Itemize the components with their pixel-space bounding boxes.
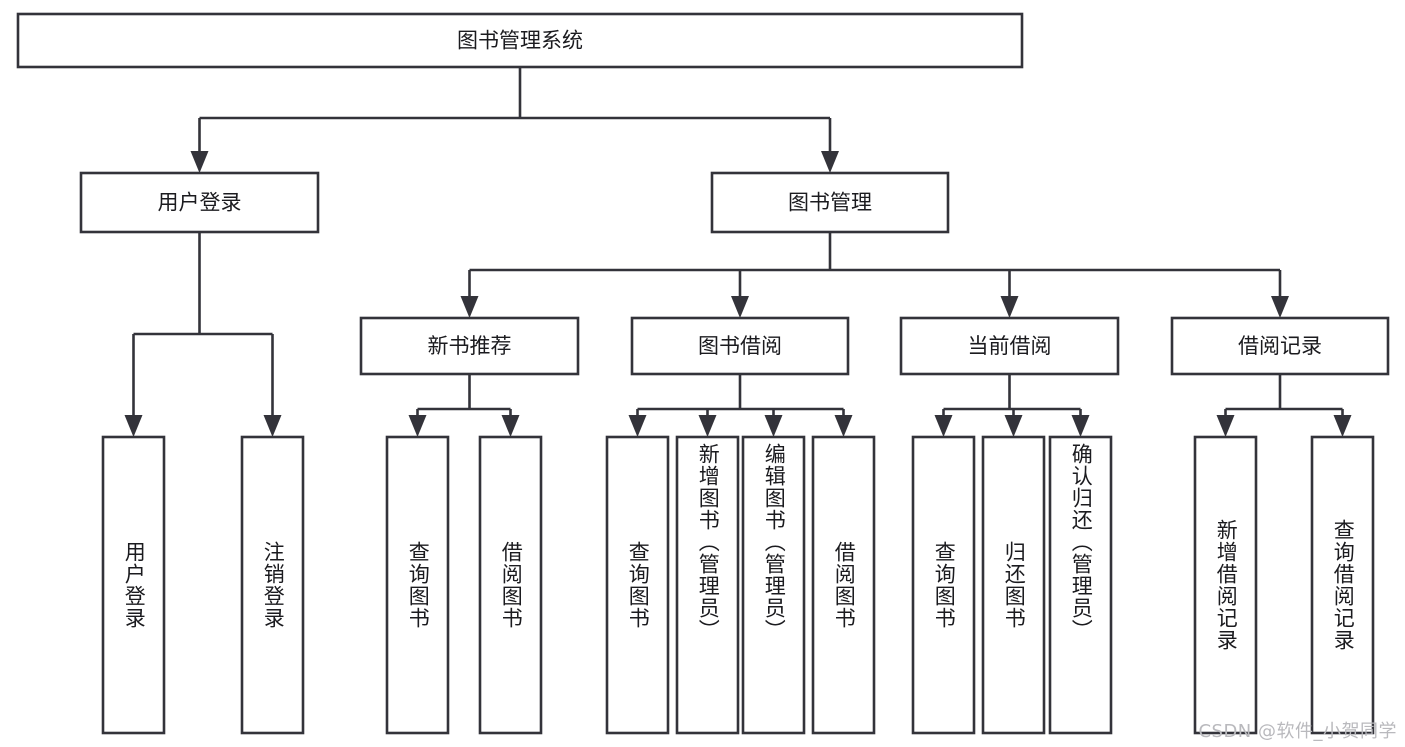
node-box-current-borrow[interactable] xyxy=(899,316,1120,376)
arrow-head-icon-leaf-borrow-book xyxy=(834,415,853,437)
arrow-head-icon-leaf-query-record xyxy=(1333,415,1352,437)
node-box-leaf-query-book-rec[interactable] xyxy=(385,435,450,735)
node-box-leaf-query-book[interactable] xyxy=(605,435,670,735)
node-box-book-borrow[interactable] xyxy=(630,316,850,376)
node-box-leaf-return-book[interactable] xyxy=(981,435,1046,735)
arrow-head-icon-leaf-borrow-book-rec xyxy=(501,415,520,437)
arrow-head-icon-leaf-logout xyxy=(263,415,282,437)
node-box-leaf-add-book[interactable] xyxy=(675,435,740,735)
node-box-borrow-record[interactable] xyxy=(1170,316,1390,376)
node-label-book-manage: 图书管理 xyxy=(788,191,872,215)
node-box-leaf-confirm-return[interactable] xyxy=(1048,435,1113,735)
arrow-head-icon-leaf-user-login xyxy=(124,415,143,437)
arrow-head-icon-new-book-rec xyxy=(460,296,479,318)
arrow-head-icon-leaf-query-book-rec xyxy=(408,415,427,437)
node-box-leaf-query-record[interactable] xyxy=(1310,435,1375,735)
arrow-head-icon-leaf-query-book-cur xyxy=(934,415,953,437)
arrow-head-icon-leaf-confirm-return xyxy=(1071,415,1090,437)
arrow-head-icon-leaf-add-record xyxy=(1216,415,1235,437)
node-box-book-manage[interactable] xyxy=(710,171,950,234)
node-label-borrow-record: 借阅记录 xyxy=(1238,334,1322,358)
arrow-head-icon-leaf-edit-book xyxy=(764,415,783,437)
node-box-leaf-edit-book[interactable] xyxy=(741,435,806,735)
node-label-new-book-rec: 新书推荐 xyxy=(428,334,512,358)
node-label-current-borrow: 当前借阅 xyxy=(968,334,1052,358)
arrow-head-icon-borrow-record xyxy=(1271,296,1289,318)
node-box-new-book-rec[interactable] xyxy=(359,316,580,376)
arrow-head-icon-book-borrow xyxy=(731,296,749,318)
node-label-user-login: 用户登录 xyxy=(158,191,242,215)
node-box-root[interactable] xyxy=(16,12,1024,69)
arrow-head-icon-leaf-return-book xyxy=(1004,415,1023,437)
node-box-leaf-add-record[interactable] xyxy=(1193,435,1258,735)
node-box-leaf-query-book-cur[interactable] xyxy=(911,435,976,735)
arrow-head-icon-leaf-add-book xyxy=(698,415,717,437)
arrow-head-icon-user-login xyxy=(190,151,209,173)
connector-layer xyxy=(124,67,1352,437)
watermark-text: CSDN @软件_小贺同学 xyxy=(1198,721,1397,742)
node-box-user-login[interactable] xyxy=(79,171,320,234)
node-label-root: 图书管理系统 xyxy=(457,29,583,53)
arrow-head-icon-current-borrow xyxy=(1000,296,1019,318)
node-box-leaf-borrow-book[interactable] xyxy=(811,435,876,735)
arrow-head-icon-leaf-query-book xyxy=(628,415,647,437)
node-label-book-borrow: 图书借阅 xyxy=(698,334,782,358)
node-box-leaf-borrow-book-rec[interactable] xyxy=(478,435,543,735)
node-box-layer xyxy=(16,12,1390,735)
node-box-leaf-logout[interactable] xyxy=(240,435,305,735)
arrow-head-icon-book-manage xyxy=(821,151,839,173)
node-box-leaf-user-login[interactable] xyxy=(101,435,166,735)
